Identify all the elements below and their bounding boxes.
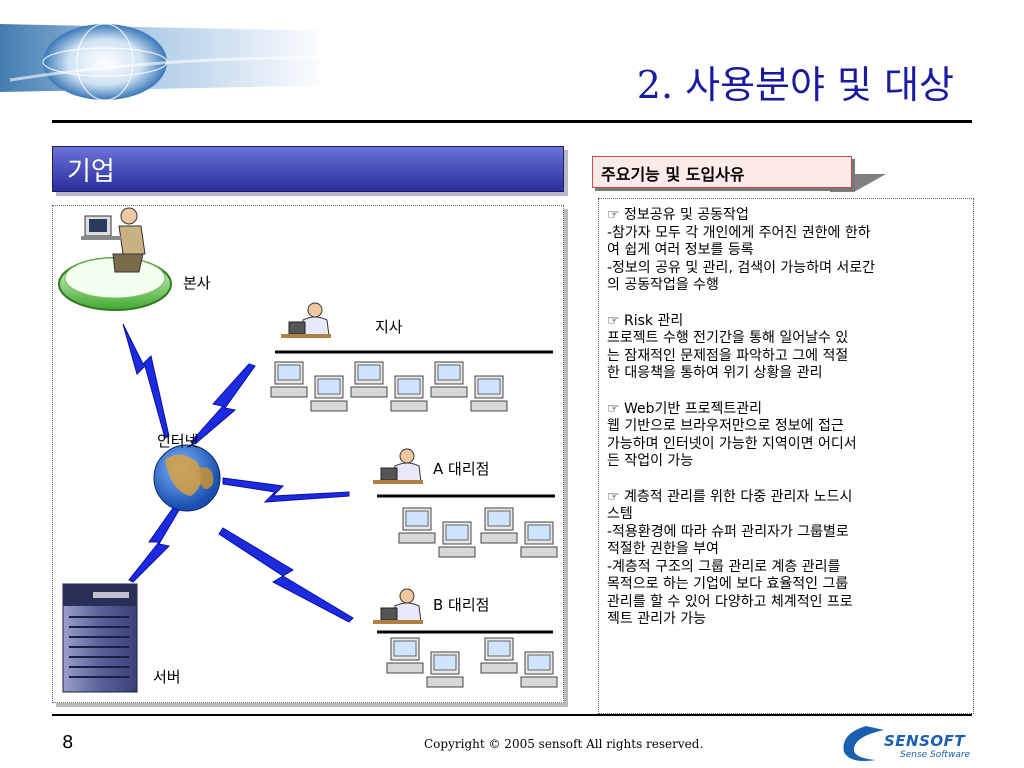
reason-box: 주요기능 및 도입사유 xyxy=(592,156,852,188)
logo-name: SENSOFT xyxy=(884,732,966,750)
internet-node xyxy=(153,444,221,512)
hq-node xyxy=(58,207,172,311)
feature-line: -계층적 구조의 그룹 관리로 계층 관리를 xyxy=(607,558,841,575)
features-panel: ☞ 정보공유 및 공동작업 -참가자 모두 각 개인에게 주어진 권한에 한하 … xyxy=(598,198,974,714)
server-node xyxy=(62,583,138,693)
slide-title: 2. 사용분야 및 대상 xyxy=(636,63,954,107)
top-divider xyxy=(52,120,972,123)
agency-b-pcs xyxy=(387,638,557,687)
section-title: 기업 xyxy=(67,157,115,187)
sensoft-logo: SENSOFT Sense Software xyxy=(836,720,986,764)
user-icon xyxy=(372,448,424,485)
logo-tagline: Sense Software xyxy=(900,750,971,760)
feature-line: 한 대응책을 통하여 위기 상황을 관리 xyxy=(607,365,823,381)
feature-line: -적용환경에 따라 슈퍼 관리자가 그룹별로 xyxy=(607,523,849,540)
bolt-internet-server xyxy=(128,507,180,583)
feature-hierarchy: ☞ 계층적 관리를 위한 다중 관리자 노드시 스템 -적용환경에 따라 슈퍼 … xyxy=(607,489,963,629)
user-icon xyxy=(120,207,138,225)
user-icon xyxy=(372,588,424,625)
feature-line: 웹 기반으로 브라우저만으로 정보에 접근 xyxy=(607,418,844,434)
bolt-branch-internet xyxy=(190,363,256,445)
agency-b-label: B 대리점 xyxy=(433,596,490,614)
feature-line: 가능하며 인터넷이 가능한 지역이면 어디서 xyxy=(607,435,857,452)
reason-title: 주요기능 및 도입사유 xyxy=(601,165,745,184)
feature-line: 스템 xyxy=(607,506,633,522)
feature-line: ☞ Risk 관리 xyxy=(607,312,684,329)
network-diagram: 본사 지사 인터넷 A 대리점 B 대리점 서버 xyxy=(52,205,564,703)
feature-line: 목적으로 하는 기업에 보다 효율적인 그룹 xyxy=(607,576,849,592)
section-header: 기업 xyxy=(52,146,564,192)
feature-line: 의 공동작업을 수행 xyxy=(607,277,719,293)
reason-header: 주요기능 및 도입사유 xyxy=(592,156,892,196)
feature-line: -정보의 공유 및 관리, 검색이 가능하며 서로간 xyxy=(607,259,876,276)
branch-node xyxy=(280,302,332,339)
feature-line: 관리를 할 수 있어 다양하고 체계적인 프로 xyxy=(607,593,853,610)
feature-line: ☞ 계층적 관리를 위한 다중 관리자 노드시 xyxy=(607,488,853,505)
page-number: 8 xyxy=(62,732,74,753)
bolt-internet-agencyB xyxy=(218,527,354,623)
feature-line: 적절한 권한을 부여 xyxy=(607,541,719,557)
bottom-divider xyxy=(52,714,972,716)
feature-line: ☞ 정보공유 및 공동작업 xyxy=(607,207,749,223)
feature-line: 는 잠재적인 문제점을 파악하고 그에 적절 xyxy=(607,347,849,364)
branch-pcs xyxy=(271,362,507,411)
feature-line: 프로젝트 수행 전기간을 통해 일어날수 있 xyxy=(607,330,849,346)
user-icon xyxy=(280,302,332,339)
bolt-internet-agencyA xyxy=(222,477,350,503)
feature-line: ☞ Web기반 프로젝트관리 xyxy=(607,400,763,417)
globe-icon xyxy=(43,24,167,100)
server-label: 서버 xyxy=(153,668,181,686)
feature-line: -참가자 모두 각 개인에게 주어진 권한에 한하 xyxy=(607,224,871,241)
header-banner xyxy=(0,23,600,101)
agency-a-node xyxy=(372,448,424,485)
bolt-hq-internet xyxy=(122,323,170,439)
feature-info-sharing: ☞ 정보공유 및 공동작업 -참가자 모두 각 개인에게 주어진 권한에 한하 … xyxy=(607,207,963,295)
agency-b-node xyxy=(372,588,424,625)
copyright-text: Copyright © 2005 sensoft All rights rese… xyxy=(424,737,704,751)
feature-web: ☞ Web기반 프로젝트관리 웹 기반으로 브라우저만으로 정보에 접근 가능하… xyxy=(607,401,963,471)
agency-a-label: A 대리점 xyxy=(433,460,490,478)
swoosh-icon xyxy=(843,726,884,761)
feature-line: 든 작업이 가능 xyxy=(607,453,694,469)
hq-label: 본사 xyxy=(183,274,211,292)
feature-risk: ☞ Risk 관리 프로젝트 수행 전기간을 통해 일어날수 있 는 잠재적인 … xyxy=(607,313,963,383)
agency-a-pcs xyxy=(399,508,557,557)
connection-bolts xyxy=(122,323,354,623)
feature-line: 여 쉽게 여러 정보를 등록 xyxy=(607,242,754,258)
branch-label: 지사 xyxy=(375,318,403,336)
feature-line: 젝트 관리가 가능 xyxy=(607,611,707,627)
internet-label: 인터넷 xyxy=(157,432,199,450)
